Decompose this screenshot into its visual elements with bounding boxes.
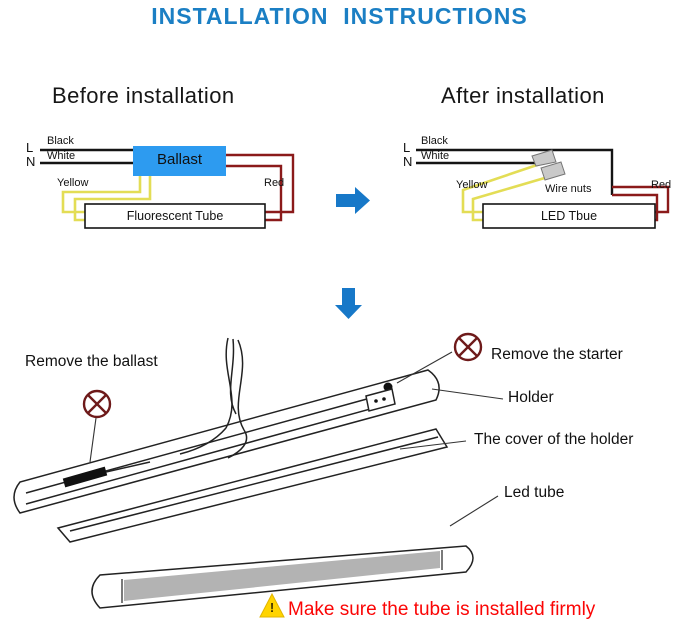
warning-exclamation: ! xyxy=(269,600,275,615)
arrow-down-icon xyxy=(335,288,362,319)
yellow-wire xyxy=(471,175,549,222)
terminal-n-label: N xyxy=(26,154,36,169)
white-wire-label: White xyxy=(421,150,450,162)
black-wire-label: Black xyxy=(47,135,74,147)
remove-starter-label: Remove the starter xyxy=(491,346,623,363)
yellow-wire xyxy=(61,176,142,214)
holder-label: Holder xyxy=(508,389,554,406)
black-wire-label: Black xyxy=(421,135,448,147)
led-tube-callout-label: Led tube xyxy=(504,484,565,501)
before-wiring xyxy=(40,146,295,229)
prohibited-icon-starter xyxy=(453,332,483,362)
remove-ballast-label: Remove the ballast xyxy=(25,353,158,370)
after-wiring xyxy=(416,148,670,229)
before-heading: Before installation xyxy=(52,83,235,108)
ballast-label: Ballast xyxy=(156,151,203,168)
page-title: INSTALLATION INSTRUCTIONS xyxy=(151,3,528,29)
yellow-wire xyxy=(73,176,152,222)
warning-text: Make sure the tube is installed firmly xyxy=(288,599,596,620)
red-wire xyxy=(612,193,659,222)
arrow-right-icon xyxy=(336,187,370,214)
holder-part xyxy=(365,388,396,412)
red-wire-label: Red xyxy=(651,179,672,191)
terminal-l-label: L xyxy=(26,140,34,155)
led-tube-drawing xyxy=(91,545,474,609)
wire-nut-icon xyxy=(540,161,566,181)
terminal-l-label: L xyxy=(403,140,411,155)
wire-nut-icon xyxy=(531,149,557,167)
pointer-lines xyxy=(89,351,504,527)
white-wire-label: White xyxy=(47,150,76,162)
terminal-n-label: N xyxy=(403,154,413,169)
red-wire-label: Red xyxy=(264,177,285,189)
led-tube-box xyxy=(482,203,656,229)
red-wire xyxy=(612,185,670,214)
red-wire xyxy=(226,153,295,214)
fluorescent-tube-label: Fluorescent Tube xyxy=(126,209,224,223)
ballast-part xyxy=(62,466,108,488)
warning-triangle-icon xyxy=(259,592,285,618)
wire-nuts-label: Wire nuts xyxy=(545,183,592,195)
after-heading: After installation xyxy=(441,83,605,108)
cover-drawing xyxy=(56,428,449,543)
yellow-wire-label: Yellow xyxy=(456,179,488,191)
yellow-wire-label: Yellow xyxy=(57,177,89,189)
fluorescent-tube-box xyxy=(84,203,266,229)
black-wire xyxy=(416,148,614,195)
ballast-box xyxy=(133,146,226,176)
red-wire xyxy=(226,164,283,222)
prohibited-icon-ballast xyxy=(82,389,112,419)
led-tube-label: LED Tbue xyxy=(540,209,598,223)
fixture-body-drawing xyxy=(13,337,440,514)
cover-label: The cover of the holder xyxy=(474,431,634,448)
